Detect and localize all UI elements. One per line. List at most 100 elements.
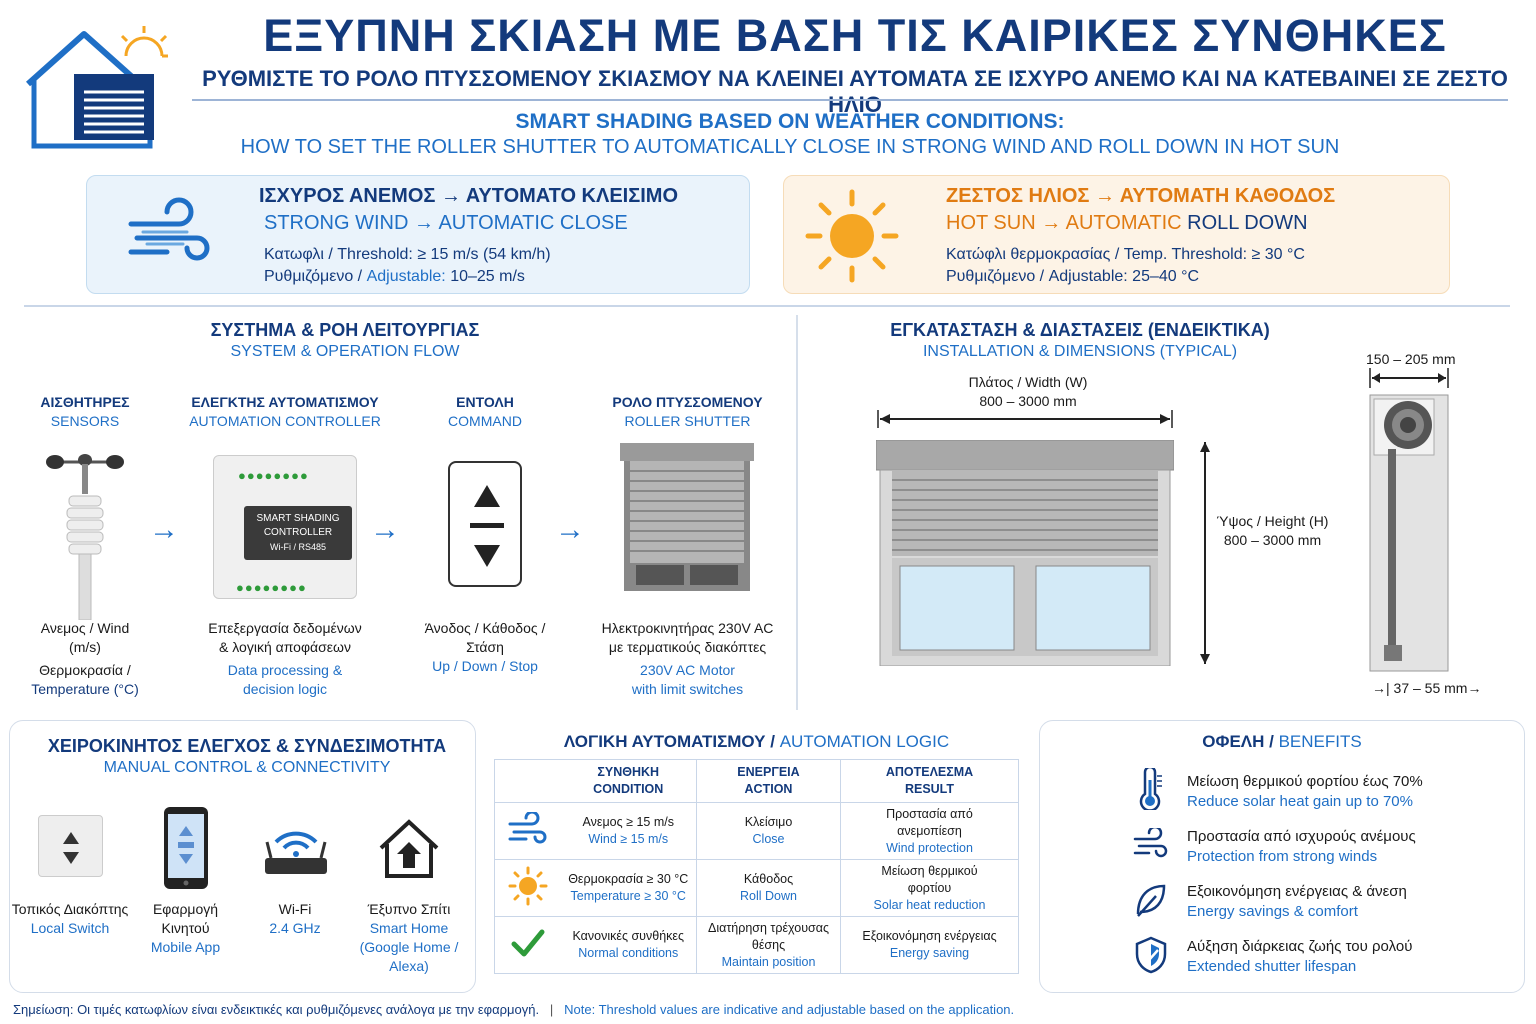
benefits-title: ΟΦΕΛΗ / BENEFITS [1039, 732, 1525, 752]
controller-header: ΕΛΕΓΚΤΗΣ ΑΥΤΟΜΑΤΙΣΜΟΥ AUTOMATION CONTROL… [170, 393, 400, 431]
wind-icon [508, 810, 547, 843]
result-header-en: RESULT [904, 782, 955, 796]
command-switch[interactable] [448, 461, 522, 587]
benefit-1-en: Reduce solar heat gain up to 70% [1187, 793, 1413, 810]
local-switch-icon[interactable] [38, 815, 103, 877]
flow-arrow-icon: → [370, 513, 400, 546]
window-shutter-diagram [876, 440, 1174, 666]
icon-column-header [494, 759, 561, 803]
shield-icon [1135, 936, 1167, 974]
sun-card: ΖΕΣΤΟΣ ΗΛΙΟΣ → ΑΥΤΟΜΑΤΗ ΚΑΘΟΔΟΣ HOT SUN … [783, 175, 1450, 294]
vertical-divider [796, 315, 798, 710]
controller-description: Επεξεργασία δεδομένων & λογική αποφάσεων… [170, 619, 400, 699]
sun-row-icon [494, 859, 561, 917]
box-dimension: 150 – 205 mm [1366, 351, 1456, 367]
shutter-description: Ηλεκτροκινητήρας 230V AC με τερματικούς … [585, 619, 790, 699]
wind-adjustable: Ρυθμιζόμενο / Adjustable: 10–25 m/s [264, 268, 525, 286]
local-switch-en: Local Switch [30, 920, 110, 936]
row2-condition-en: Temperature ≥ 30 °C [570, 889, 686, 903]
width-arrow-icon [877, 410, 1173, 428]
mobile-app-el: Εφαρμογή Κινητού [152, 901, 219, 936]
sensor-desc-1: Ανεμος / Wind [40, 620, 130, 636]
benefit-item: Μείωση θερμικού φορτίου έως 70% Reduce s… [1187, 772, 1423, 812]
sensors-label-el: ΑΙΣΘΗΤΗΡΕΣ [40, 394, 130, 410]
wind-heading-el: ΙΣΧΥΡΟΣ ΑΝΕΜΟΣ → ΑΥΤΟΜΑΤΟ ΚΛΕΙΣΙΜΟ [259, 185, 679, 207]
benefit-1-el: Μείωση θερμικού φορτίου έως 70% [1187, 773, 1423, 790]
benefits-title-el: ΟΦΕΛΗ / [1202, 732, 1274, 751]
flow-arrow-icon: → [149, 513, 179, 546]
rail-dimension: →| 37 – 55 mm→ [1372, 679, 1481, 698]
roller-shutter-icon [620, 443, 754, 591]
benefit-4-el: Αύξηση διάρκειας ζωής του ρολού [1187, 938, 1413, 955]
wifi-el: Wi-Fi [278, 901, 312, 917]
command-label-el: ΕΝΤΟΛΗ [456, 394, 514, 410]
flow-title-el: ΣΥΣΤΗΜΑ & ΡΟΗ ΛΕΙΤΟΥΡΓΙΑΣ [210, 320, 480, 340]
wind-heading-en: STRONG WIND → AUTOMATIC CLOSE [264, 212, 628, 234]
row3-action-en: Maintain position [721, 954, 816, 969]
row1-result-el: Προστασία από ανεμοπίεση [886, 806, 973, 838]
note-en: Note: Threshold values are indicative an… [564, 1002, 1015, 1017]
command-desc-1: Άνοδος / Κάθοδος / Στάση [424, 620, 546, 655]
sun-threshold: Κατώφλι θερμοκρασίας / Temp. Threshold: … [946, 246, 1305, 263]
row3-result-el: Εξοικονόμηση ενέργειας [862, 929, 997, 943]
weather-sensor-icon [46, 454, 124, 620]
wind-adjustable-en: Adjustable: [366, 268, 446, 285]
action-header-en: ACTION [744, 782, 793, 796]
benefits-panel [1039, 720, 1525, 993]
smart-home-icon[interactable] [377, 818, 441, 880]
flow-title-en: SYSTEM & OPERATION FLOW [230, 343, 460, 360]
check-icon [511, 929, 545, 956]
wind-card: ΙΣΧΥΡΟΣ ΑΝΕΜΟΣ → ΑΥΤΟΜΑΤΟ ΚΛΕΙΣΙΜΟ STRON… [86, 175, 750, 294]
shutter-label-en: ROLLER SHUTTER [624, 413, 751, 429]
benefits-title-en: BENEFITS [1278, 732, 1362, 751]
row1-condition-el: Ανεμος ≥ 15 m/s [582, 815, 674, 829]
controller-label-en: AUTOMATION CONTROLLER [189, 413, 381, 429]
wind-adjustable-value: 10–25 m/s [450, 268, 525, 285]
thermometer-icon [1139, 768, 1162, 810]
shutter-label-el: ΡΟΛΟ ΠΤΥΣΣΟΜΕΝΟΥ [612, 394, 763, 410]
row3-condition-el: Κανονικές συνθήκες [572, 929, 684, 943]
row3-condition-en: Normal conditions [578, 946, 679, 960]
wifi-label: Wi-Fi 2.4 GHz [250, 900, 340, 938]
local-switch-label: Τοπικός Διακόπτης Local Switch [10, 900, 130, 938]
smart-home-el: Έξυπνο Σπίτι [367, 901, 451, 917]
shutter-desc-3: 230V AC Motor [640, 662, 735, 678]
header-divider [192, 99, 1508, 101]
wifi-en: 2.4 GHz [269, 920, 321, 936]
row3-result-en: Energy saving [889, 946, 970, 960]
row1-condition-en: Wind ≥ 15 m/s [588, 832, 669, 846]
benefit-2-el: Προστασία από ισχυρούς ανέμους [1187, 828, 1416, 845]
height-dimension: Ύψος / Height (H) 800 – 3000 mm [1200, 512, 1345, 550]
mobile-app-icon[interactable] [163, 806, 209, 890]
local-switch-el: Τοπικός Διακόπτης [11, 901, 129, 917]
row1-action-el: Κλείσιμο [744, 815, 793, 829]
controller-device: ●●●●●●●● ●●●●●●●● SMART SHADING CONTROLL… [213, 455, 357, 599]
sensors-label-en: SENSORS [50, 413, 120, 429]
install-title-en: INSTALLATION & DIMENSIONS (TYPICAL) [922, 343, 1238, 360]
wind-adjustable-el: Ρυθμιζόμενο / [264, 268, 363, 285]
sensors-header: ΑΙΣΘΗΤΗΡΕΣ SENSORS [10, 393, 160, 431]
condition-header-en: CONDITION [593, 782, 664, 796]
wifi-router-icon[interactable] [263, 822, 329, 880]
height-value: 800 – 3000 mm [1223, 532, 1322, 548]
shutter-desc-4: with limit switches [631, 681, 744, 697]
shutter-desc-2: με τερματικούς διακόπτες [608, 639, 767, 655]
row2-result-el: Μείωση θερμικού φορτίου [881, 863, 978, 895]
wind-threshold: Κατωφλι / Threshold: ≥ 15 m/s (54 km/h) [264, 246, 551, 263]
command-label-en: COMMAND [448, 413, 522, 429]
up-stop-down-icon [470, 485, 504, 567]
row2-condition-el: Θερμοκρασία ≥ 30 °C [568, 872, 689, 886]
page-title: ΕΞΥΠΝΗ ΣΚΙΑΣΗ ΜΕ ΒΑΣΗ ΤΙΣ ΚΑΙΡΙΚΕΣ ΣΥΝΘΗ… [263, 10, 1447, 61]
sensor-desc-4: Temperature (°C) [31, 681, 139, 697]
row2-result-en: Solar heat reduction [873, 897, 986, 912]
smart-home-label: Έξυπνο Σπίτι Smart Home (Google Home / A… [350, 900, 468, 976]
controller-text-1: SMART SHADING [256, 513, 340, 524]
